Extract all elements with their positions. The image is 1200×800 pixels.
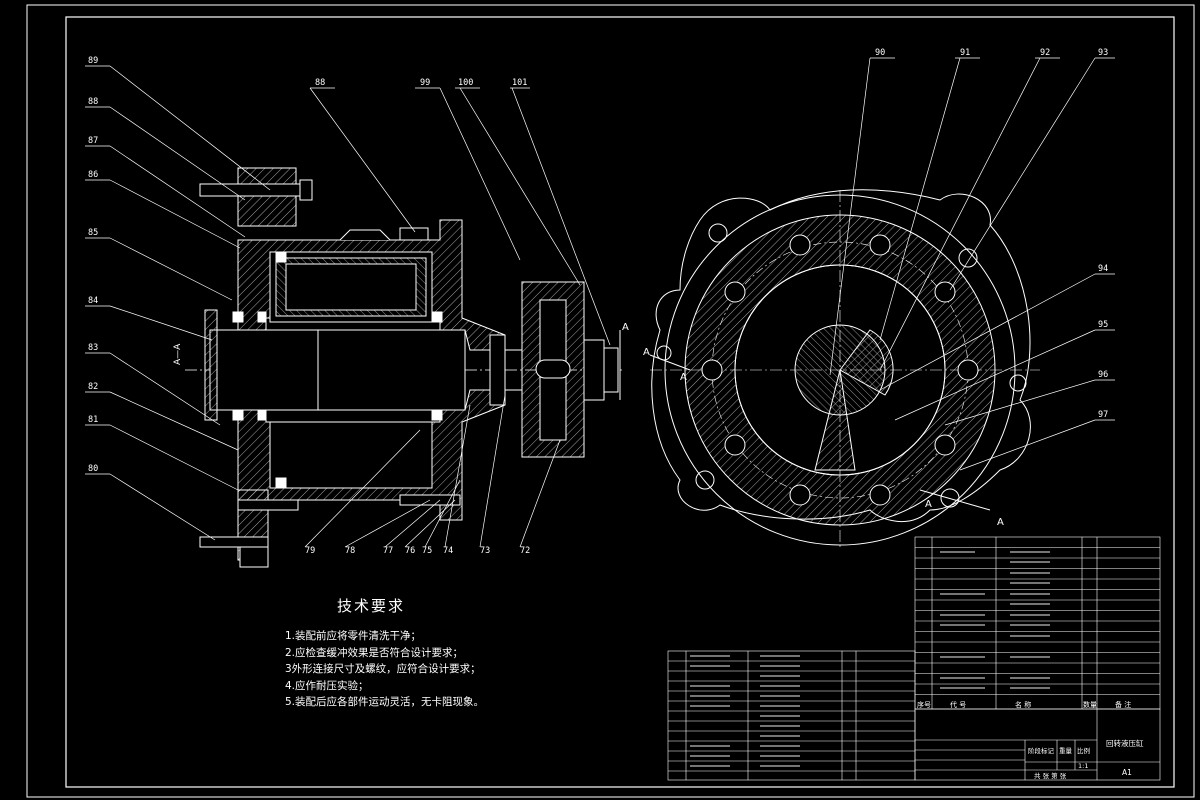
callout-label: 81 <box>88 415 98 425</box>
callout-label: 90 <box>875 48 885 58</box>
parts-header-qty: 数量 <box>1083 700 1097 709</box>
callout-label: 94 <box>1098 264 1108 274</box>
callout-label: 88 <box>315 78 325 88</box>
callout-label: 89 <box>88 56 98 66</box>
drawing-border <box>26 4 1195 798</box>
inner-frame <box>65 16 1175 788</box>
callout-label: 99 <box>420 78 430 88</box>
callout-label: 97 <box>1098 410 1108 420</box>
parts-header-name: 名 称 <box>1015 700 1031 709</box>
title-block <box>914 708 1161 781</box>
tech-requirement-item: 1.装配前应将零件清洗干净； <box>285 630 422 642</box>
callout-label: 74 <box>443 546 453 556</box>
callout-label: 83 <box>88 343 98 353</box>
tech-requirement-item: 2.应检查缓冲效果是否符合设计要求； <box>285 646 464 659</box>
scale-value: 1:1 <box>1078 762 1088 770</box>
callout-label: 91 <box>960 48 970 58</box>
tech-requirement-item: 3外形连接尺寸及螺纹，应符合设计要求； <box>285 663 481 675</box>
callout-label: 80 <box>88 464 98 474</box>
drawing-name: 回转液压缸 <box>1106 738 1144 748</box>
section-label: A—A <box>173 343 183 365</box>
parts-header-note: 备 注 <box>1115 700 1131 709</box>
tech-requirement-item: 5.装配后应各部件运动灵活，无卡阻现象。 <box>285 696 485 708</box>
section-label: A <box>680 372 687 383</box>
callout-label: 73 <box>480 546 490 556</box>
callout-label: 92 <box>1040 48 1050 58</box>
callout-label: 100 <box>458 78 473 88</box>
parts-list-right <box>914 536 1161 710</box>
callout-label: 77 <box>383 546 393 556</box>
tech-requirements-title: 技术要求 <box>337 597 406 615</box>
callout-label: 79 <box>305 546 315 556</box>
stage-mark-label: 阶段标记 <box>1028 746 1055 755</box>
parts-header-no: 序号 <box>917 700 931 709</box>
section-label: A <box>997 517 1004 528</box>
callout-label: 76 <box>405 546 415 556</box>
leader-lines <box>85 57 1115 548</box>
section-label: A <box>925 499 932 510</box>
callout-label: 95 <box>1098 320 1108 330</box>
callout-label: 84 <box>88 296 98 306</box>
scale-label: 比例 <box>1077 746 1090 755</box>
section-label: A <box>643 347 650 358</box>
end-view <box>650 189 1040 550</box>
parts-list-text-placeholder <box>690 551 1050 767</box>
section-view <box>185 167 625 568</box>
callout-label: 72 <box>520 546 530 556</box>
callout-label: 85 <box>88 228 98 238</box>
callout-label: 93 <box>1098 48 1108 58</box>
tech-requirement-item: 4.应作耐压实验； <box>285 679 369 692</box>
section-marks <box>619 330 991 511</box>
callout-label: 82 <box>88 382 98 392</box>
sheet-count-label: 共 张 第 张 <box>1034 771 1067 780</box>
callout-label: 87 <box>88 136 98 146</box>
callout-label: 96 <box>1098 370 1108 380</box>
callout-label: 86 <box>88 170 98 180</box>
callout-label: 88 <box>88 97 98 107</box>
callout-label: 101 <box>512 78 527 88</box>
callout-label: 78 <box>345 546 355 556</box>
sheet-size: A1 <box>1122 768 1132 777</box>
parts-header-code: 代 号 <box>950 700 966 709</box>
weight-label: 重量 <box>1059 747 1073 755</box>
callout-label: 75 <box>422 546 432 556</box>
section-label: A <box>622 322 629 333</box>
tech-requirements-list: 1.装配前应将零件清洗干净； 2.应检查缓冲效果是否符合设计要求； 3外形连接尺… <box>285 628 665 711</box>
tech-requirements: 技术要求 1.装配前应将零件清洗干净； 2.应检查缓冲效果是否符合设计要求； 3… <box>285 595 665 711</box>
